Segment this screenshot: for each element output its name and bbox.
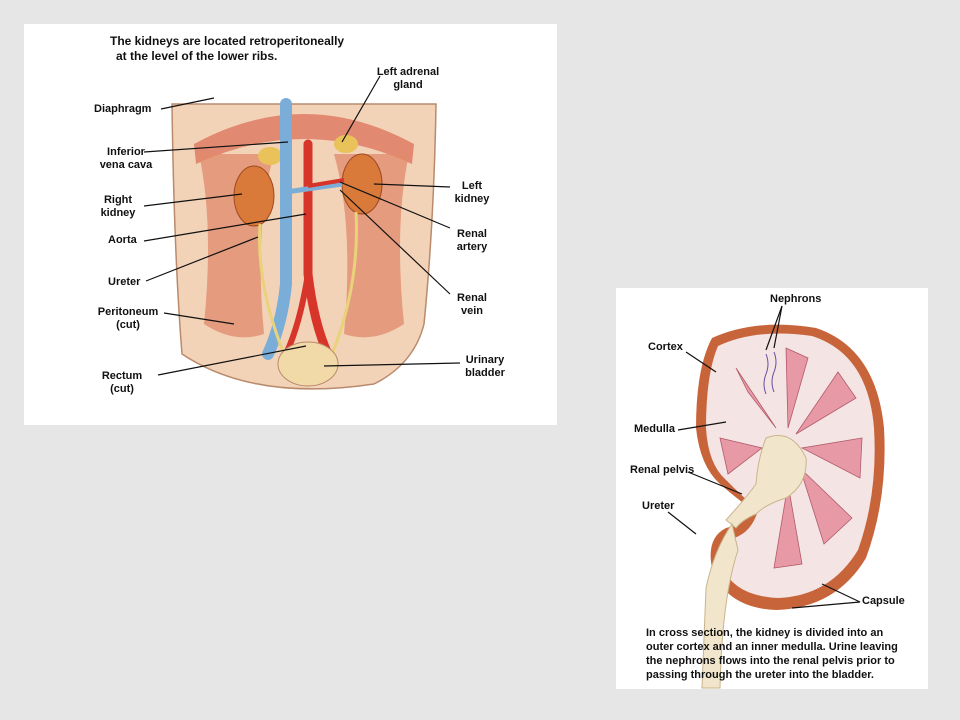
label-renal-artery: Renal artery <box>456 228 488 253</box>
torso-caption: The kidneys are located retroperitoneall… <box>110 34 344 64</box>
left-ureter-shape <box>330 211 358 355</box>
label-cortex: Cortex <box>648 341 683 353</box>
kidney-caption-line1: In cross section, the kidney is divided … <box>646 627 884 639</box>
kidney-illustration <box>667 305 885 689</box>
nephron-shape-2 <box>771 351 777 393</box>
renal-pelvis-shape <box>725 435 807 529</box>
label-aorta: Aorta <box>108 234 137 246</box>
kidney-caption-line3: the nephrons flows into the renal pelvis… <box>646 655 895 667</box>
torso-caption-line2: at the level of the lower ribs. <box>116 49 278 63</box>
label-nephrons: Nephrons <box>770 293 822 305</box>
kidney-cross-section-panel: Nephrons Cortex Medulla Renal pelvis Ure… <box>616 288 928 689</box>
renal-vein-shape <box>285 181 343 195</box>
torso-diagram-panel: The kidneys are located retroperitoneall… <box>24 24 557 425</box>
label-left-adrenal-gland: Left adrenal gland <box>376 66 440 91</box>
diaphragm-shape <box>194 114 414 164</box>
right-ureter-shape <box>258 223 286 355</box>
torso-illustration <box>143 75 461 390</box>
label-ureter-kidney: Ureter <box>642 500 675 512</box>
inferior-vena-cava-shape <box>262 98 292 360</box>
kidney-caption-line2: outer cortex and an inner medulla. Urine… <box>646 641 898 653</box>
kidney-caption: In cross section, the kidney is divided … <box>646 626 898 682</box>
right-kidney-shape <box>233 165 275 227</box>
left-adrenal-gland <box>334 135 358 153</box>
right-adrenal-gland <box>258 147 282 165</box>
label-renal-pelvis: Renal pelvis <box>630 464 695 476</box>
kidney-caption-line4: passing through the ureter into the blad… <box>646 669 874 681</box>
label-right-kidney: Right kidney <box>100 194 136 219</box>
label-left-kidney: Left kidney <box>454 180 490 205</box>
label-diaphragm: Diaphragm <box>94 103 152 115</box>
renal-artery-shape <box>307 178 345 188</box>
label-renal-vein: Renal vein <box>457 292 487 317</box>
label-inferior-vena-cava: Inferior vena cava <box>99 146 153 171</box>
torso-caption-line1: The kidneys are located retroperitoneall… <box>110 34 345 48</box>
ureter-shape <box>701 522 739 689</box>
label-urinary-bladder: Urinary bladder <box>465 354 505 379</box>
urinary-bladder-shape <box>277 341 339 387</box>
label-capsule: Capsule <box>862 595 905 607</box>
label-medulla: Medulla <box>634 423 675 435</box>
medulla-pyramids <box>719 347 863 569</box>
label-ureter: Ureter <box>108 276 141 288</box>
nephron-shape-1 <box>763 353 769 395</box>
label-rectum: Rectum (cut) <box>101 370 143 395</box>
label-peritoneum: Peritoneum (cut) <box>97 306 159 331</box>
